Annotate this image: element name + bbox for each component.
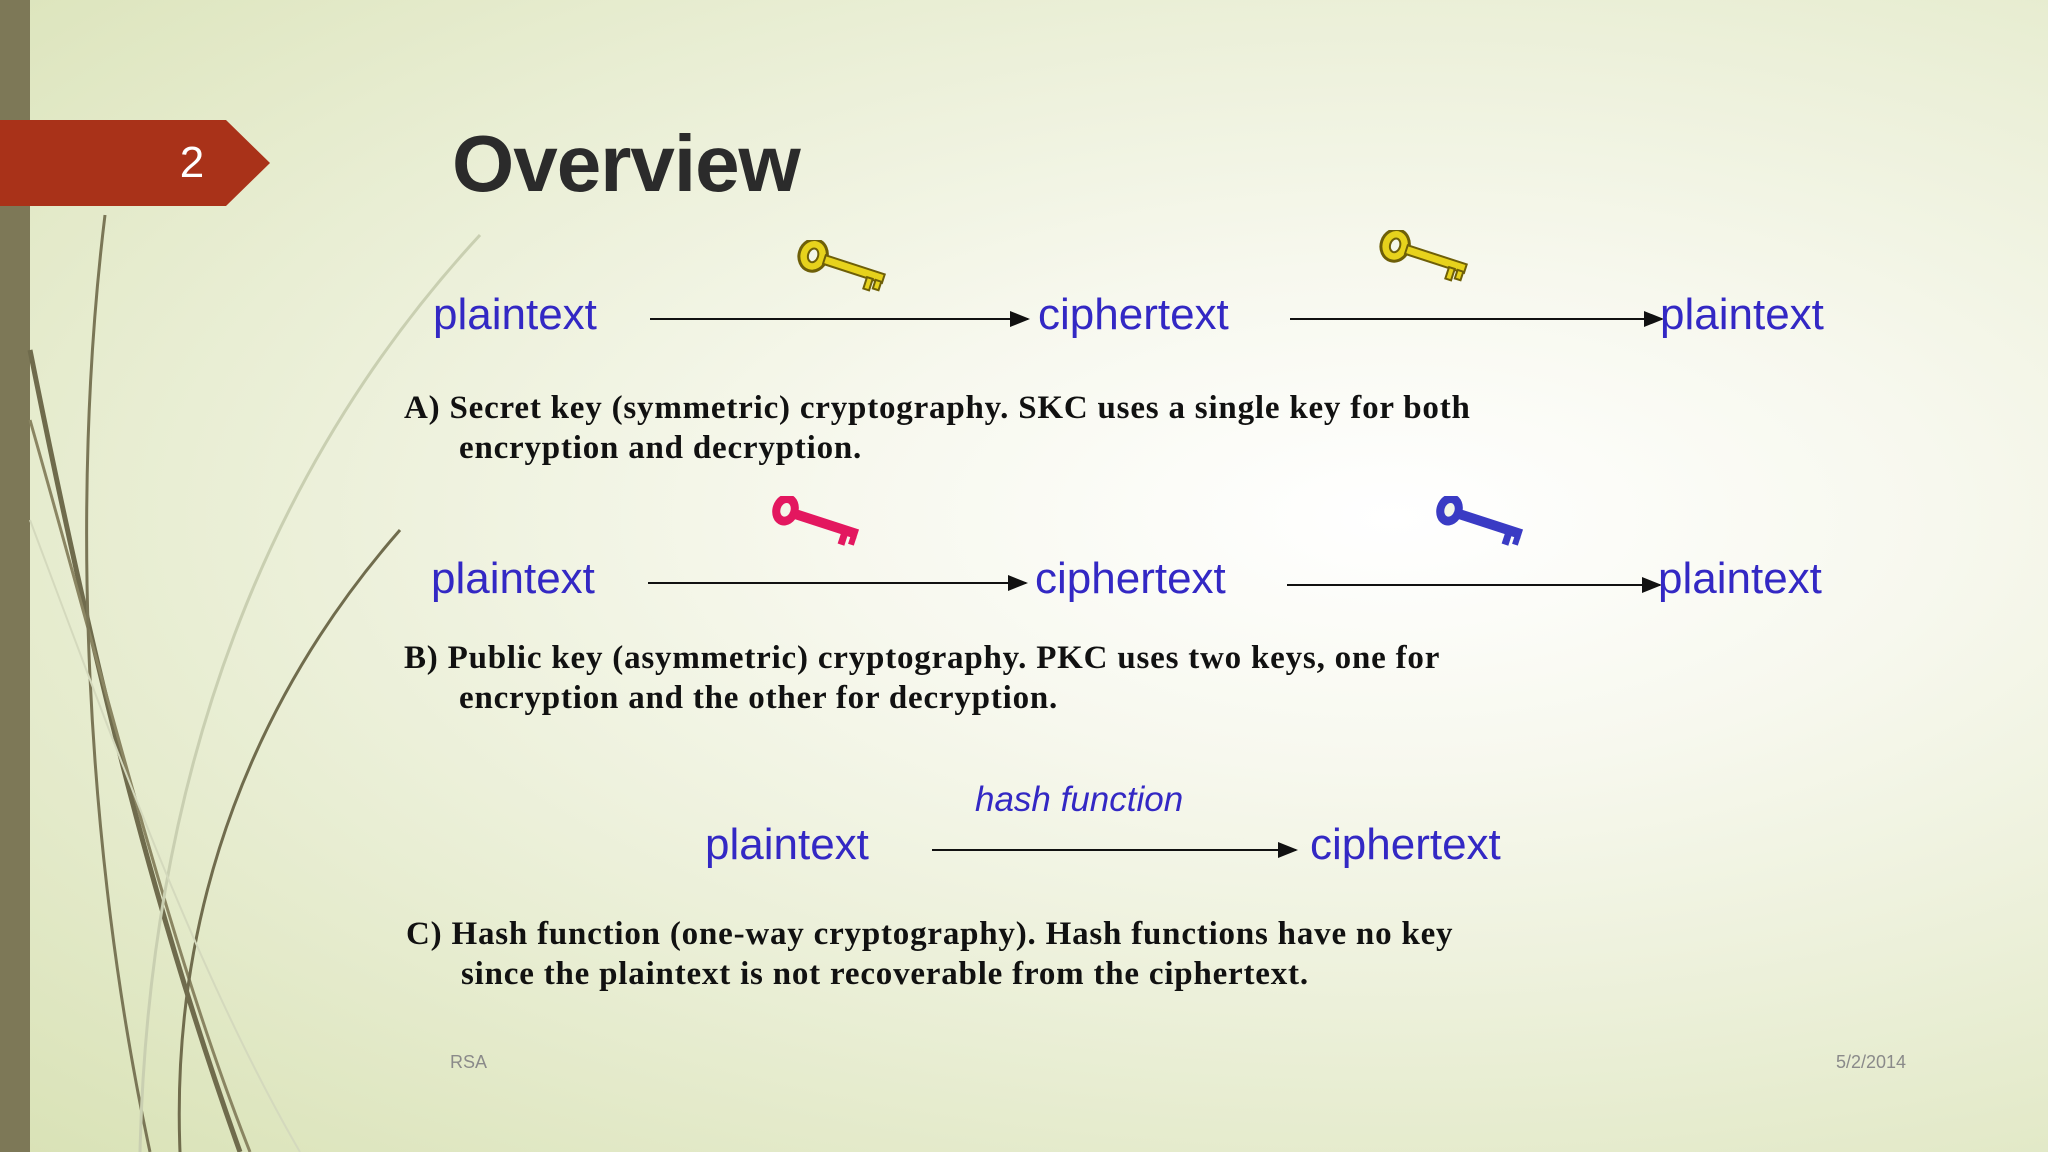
caption-hash-function-line2: since the plaintext is not recoverable f… xyxy=(461,956,1309,992)
row-b-arrow-1 xyxy=(648,575,1028,591)
row-a-arrow-2 xyxy=(1290,311,1664,327)
row-a-plaintext-result-label: plaintext xyxy=(1660,290,1824,339)
row-b-plaintext-result-label: plaintext xyxy=(1658,554,1822,603)
row-c-ciphertext-label: ciphertext xyxy=(1310,820,1501,869)
slide-number: 2 xyxy=(179,138,205,187)
caption-hash-function-line1: C) Hash function (one-way cryptography).… xyxy=(406,916,1454,952)
slide-number-tab xyxy=(0,120,270,206)
pink-key-icon xyxy=(772,496,860,546)
footer-date: 5/2/2014 xyxy=(1836,1052,1907,1072)
caption-secret-key: A) Secret key (symmetric) cryptography. … xyxy=(404,388,1471,468)
row-c-arrow xyxy=(932,842,1298,858)
row-a-arrow-1 xyxy=(650,311,1030,327)
blue-key-icon xyxy=(1436,496,1524,546)
caption-public-key-line2: encryption and the other for decryption. xyxy=(459,680,1059,716)
caption-secret-key-line2: encryption and decryption. xyxy=(459,430,863,466)
yellow-key-icon xyxy=(1379,230,1468,282)
caption-public-key: B) Public key (asymmetric) cryptography.… xyxy=(404,638,1440,718)
row-c-plaintext-label: plaintext xyxy=(705,820,869,869)
caption-public-key-line1: B) Public key (asymmetric) cryptography.… xyxy=(404,640,1441,676)
row-a-ciphertext-label: ciphertext xyxy=(1038,290,1229,339)
hash-function-label: hash function xyxy=(975,780,1184,819)
caption-secret-key-line1: A) Secret key (symmetric) cryptography. … xyxy=(404,390,1471,426)
row-b-arrow-2 xyxy=(1287,577,1662,593)
caption-hash-function: C) Hash function (one-way cryptography).… xyxy=(406,914,1453,994)
row-b-plaintext-label: plaintext xyxy=(431,554,595,603)
yellow-key-icon xyxy=(797,240,886,292)
footer-presentation-name: RSA xyxy=(450,1052,488,1072)
row-b-ciphertext-label: ciphertext xyxy=(1035,554,1226,603)
slide-title: Overview xyxy=(452,119,801,208)
row-a-plaintext-label: plaintext xyxy=(433,290,597,339)
